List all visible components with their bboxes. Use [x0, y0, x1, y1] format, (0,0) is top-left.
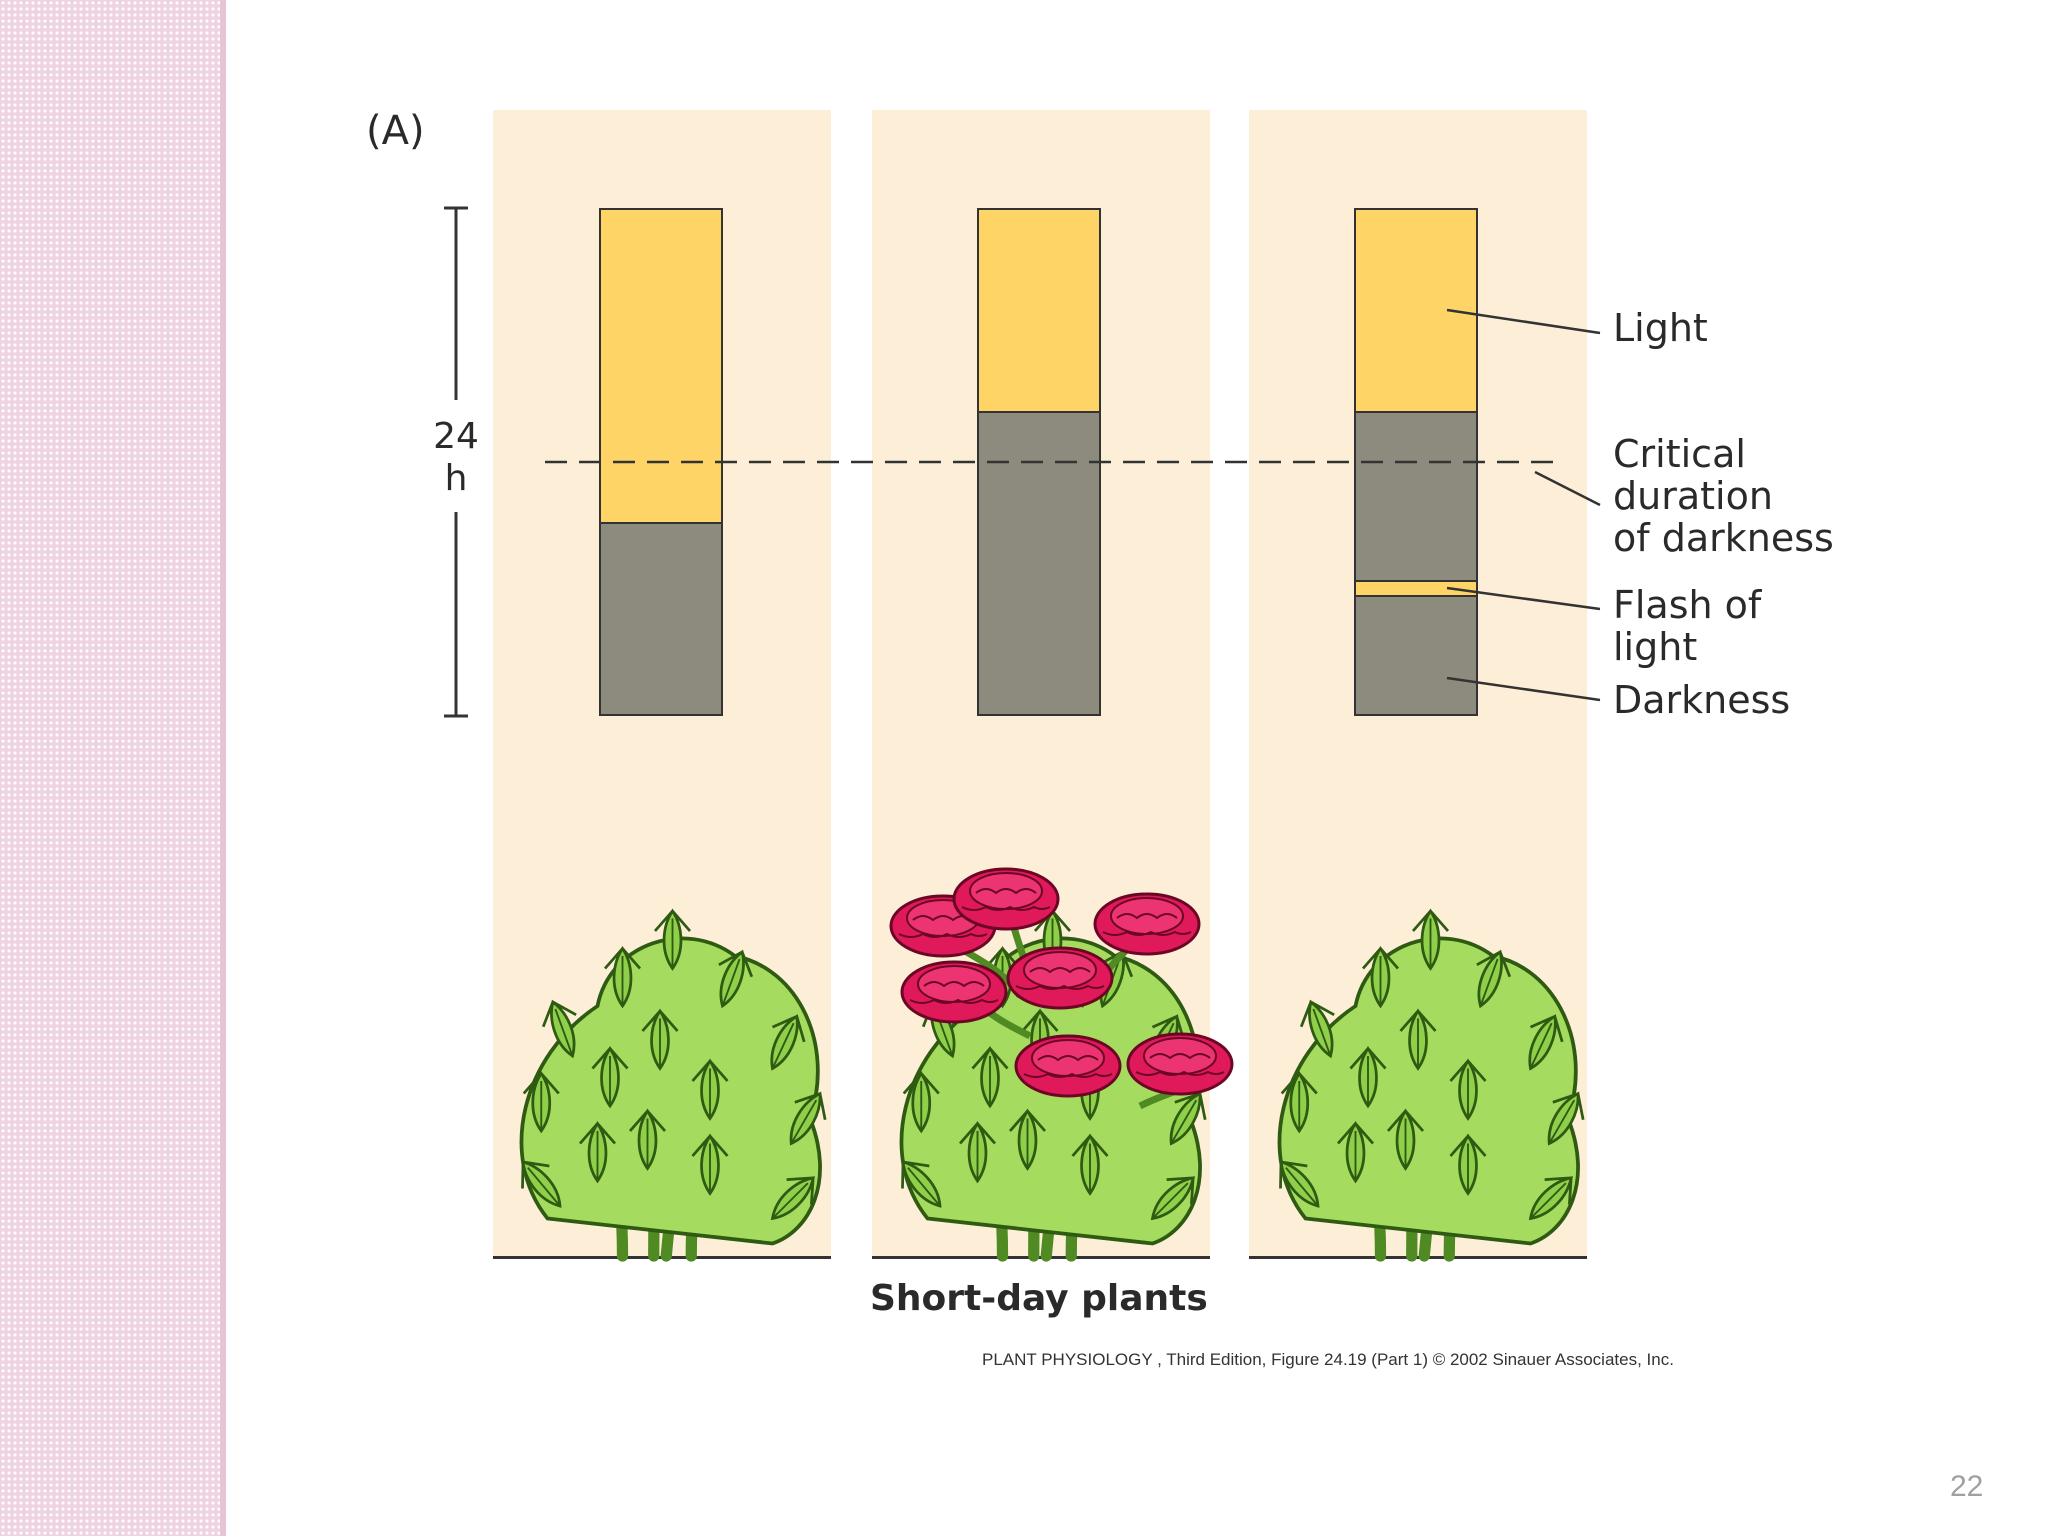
darkness-segment — [601, 524, 721, 714]
hours-value: 24 — [433, 416, 479, 457]
segment-divider — [979, 411, 1099, 413]
legend-critical-line: Critical — [1613, 432, 1746, 476]
segment-divider — [1356, 580, 1476, 582]
hours-unit: h — [444, 458, 468, 499]
flowering-plant-icon — [890, 867, 1234, 1256]
legend-light: Light — [1613, 306, 1708, 350]
flower-bloom — [952, 867, 1060, 931]
flower-bloom — [1006, 946, 1114, 1010]
slide-number: 22 — [1950, 1470, 1984, 1503]
segment-divider — [601, 522, 721, 524]
legend-flash-line: light — [1613, 625, 1698, 669]
figure-caption: Short-day plants — [870, 1278, 1208, 1319]
light-segment — [601, 210, 721, 524]
legend-flash-of-light: Flash of light — [1613, 584, 1761, 668]
leader-lines — [1446, 308, 1601, 702]
flower-bloom — [1093, 892, 1201, 956]
figure-credit: PLANT PHYSIOLOGY , Third Edition, Figure… — [982, 1350, 1674, 1369]
darkness-segment — [1356, 413, 1476, 582]
light-segment — [979, 210, 1099, 413]
flower-bloom — [1126, 1032, 1234, 1096]
flash-of-light-segment — [1356, 582, 1476, 596]
legend-darkness: Darkness — [1613, 678, 1791, 722]
ground-line-3 — [1249, 1256, 1587, 1259]
24-hour-label: 24 h — [426, 416, 486, 500]
panel-letter: (A) — [366, 108, 425, 154]
slide-decoration-strip — [0, 0, 226, 1536]
legend-critical-duration: Critical duration of darkness — [1613, 433, 1834, 559]
segment-divider — [1356, 595, 1476, 597]
segment-divider — [1356, 411, 1476, 413]
24h-bracket — [444, 206, 468, 718]
vegetative-plant-icon — [1268, 911, 1594, 1256]
darkness-segment — [1356, 596, 1476, 714]
legend-critical-line: of darkness — [1613, 516, 1834, 560]
photoperiod-bar-3 — [1354, 208, 1478, 716]
flower-bloom — [1014, 1034, 1122, 1098]
legend-critical-line: duration — [1613, 474, 1773, 518]
flower-bloom — [900, 960, 1008, 1024]
vegetative-plant-icon — [510, 911, 836, 1256]
legend-flash-line: Flash of — [1613, 583, 1762, 627]
